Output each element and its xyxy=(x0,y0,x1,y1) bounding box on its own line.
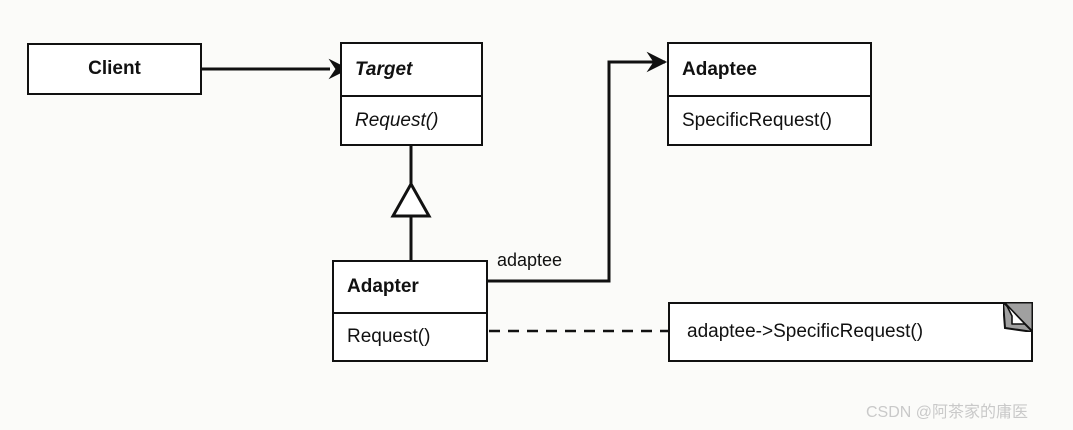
filled-arrowhead-icon xyxy=(646,51,668,73)
class-name-target: Target xyxy=(355,58,413,80)
uml-note-text: adaptee->SpecificRequest() xyxy=(687,321,924,342)
uml-class-client[interactable]: Client xyxy=(27,43,202,95)
uml-class-adaptee[interactable]: Adaptee SpecificRequest() xyxy=(667,42,872,146)
edge-adapter-to-adaptee xyxy=(488,51,668,283)
edge-adapter-to-adaptee-line xyxy=(488,60,665,283)
class-operation-target-request: Request() xyxy=(342,95,481,144)
uml-class-target[interactable]: Target Request() xyxy=(340,42,483,146)
uml-note[interactable]: adaptee->SpecificRequest() xyxy=(668,302,1033,362)
uml-class-adapter[interactable]: Adapter Request() xyxy=(332,260,488,362)
edge-request-to-note xyxy=(455,323,668,339)
edge-adapter-to-target xyxy=(390,146,432,260)
hollow-triangle-icon xyxy=(390,180,432,218)
watermark-text: CSDN @阿茶家的庸医 xyxy=(866,404,1029,421)
note-fold-corner-icon xyxy=(1003,302,1033,332)
class-name-adapter: Adapter xyxy=(347,276,419,297)
class-name-adaptee: Adaptee xyxy=(682,58,757,80)
class-name-client: Client xyxy=(88,58,141,79)
association-role-label-adaptee: adaptee xyxy=(495,250,565,271)
class-operation-adapter-request: Request() xyxy=(334,312,486,360)
class-operation-adaptee-specificrequest: SpecificRequest() xyxy=(669,95,870,144)
edge-client-to-target xyxy=(202,58,350,80)
